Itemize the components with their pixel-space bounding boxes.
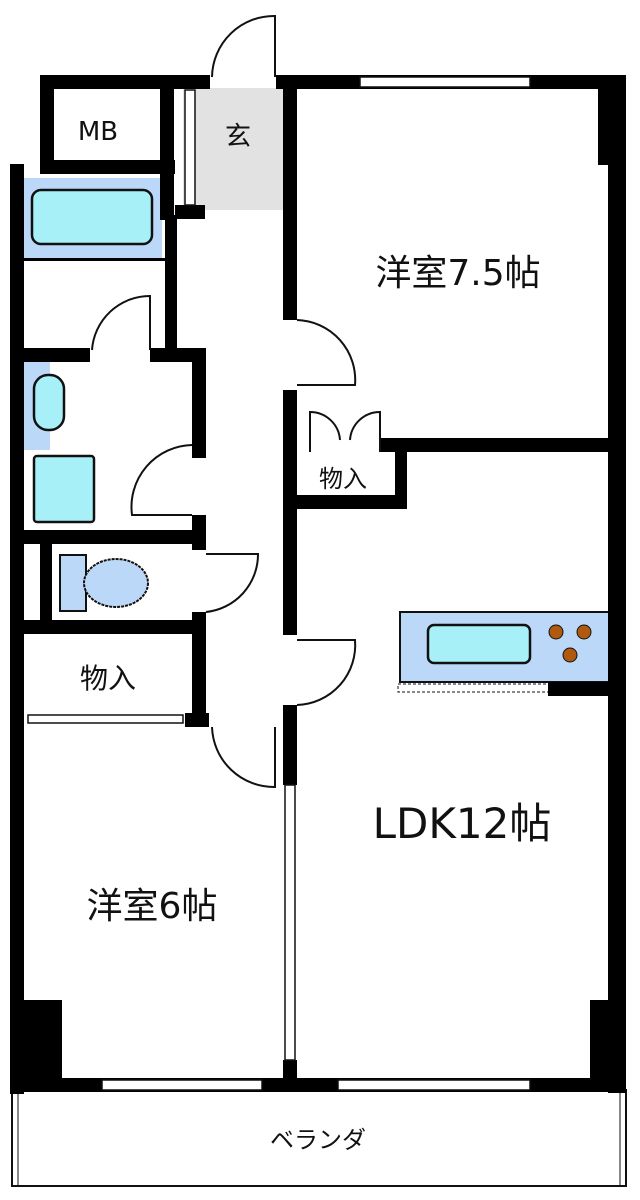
stove-burner [562,647,578,663]
western-room-1-label: 洋室7.5帖 [375,253,540,294]
western-room-2-label: 洋室6帖 [87,886,218,927]
windows [27,76,531,1091]
ldk-label: LDK12帖 [373,799,552,848]
washing-machine [32,454,96,524]
balcony: ベランダ [11,1089,627,1187]
bathroom-door[interactable] [130,444,193,516]
toilet [59,554,149,612]
room2-door[interactable] [211,726,276,789]
ldk-door[interactable] [296,639,357,706]
mb-label: MB [78,117,118,147]
room1-door[interactable] [296,319,357,386]
storage-2-label: 物入 [80,662,136,695]
washroom-door[interactable] [91,294,151,351]
washbasin [24,362,66,450]
entrance-floor [183,88,283,210]
toilet-door[interactable] [205,553,260,613]
doors [91,14,381,789]
balcony-label: ベランダ [270,1126,366,1154]
kitchen-counter [397,611,611,693]
entrance-label: 玄 [225,122,251,152]
bathtub [24,178,162,260]
storage1-door[interactable] [309,410,381,452]
walls [10,75,626,1094]
stove-burner [548,624,564,640]
stove-burner [576,624,592,640]
entrance-door[interactable] [211,14,276,78]
storage-1-label: 物入 [319,465,367,493]
